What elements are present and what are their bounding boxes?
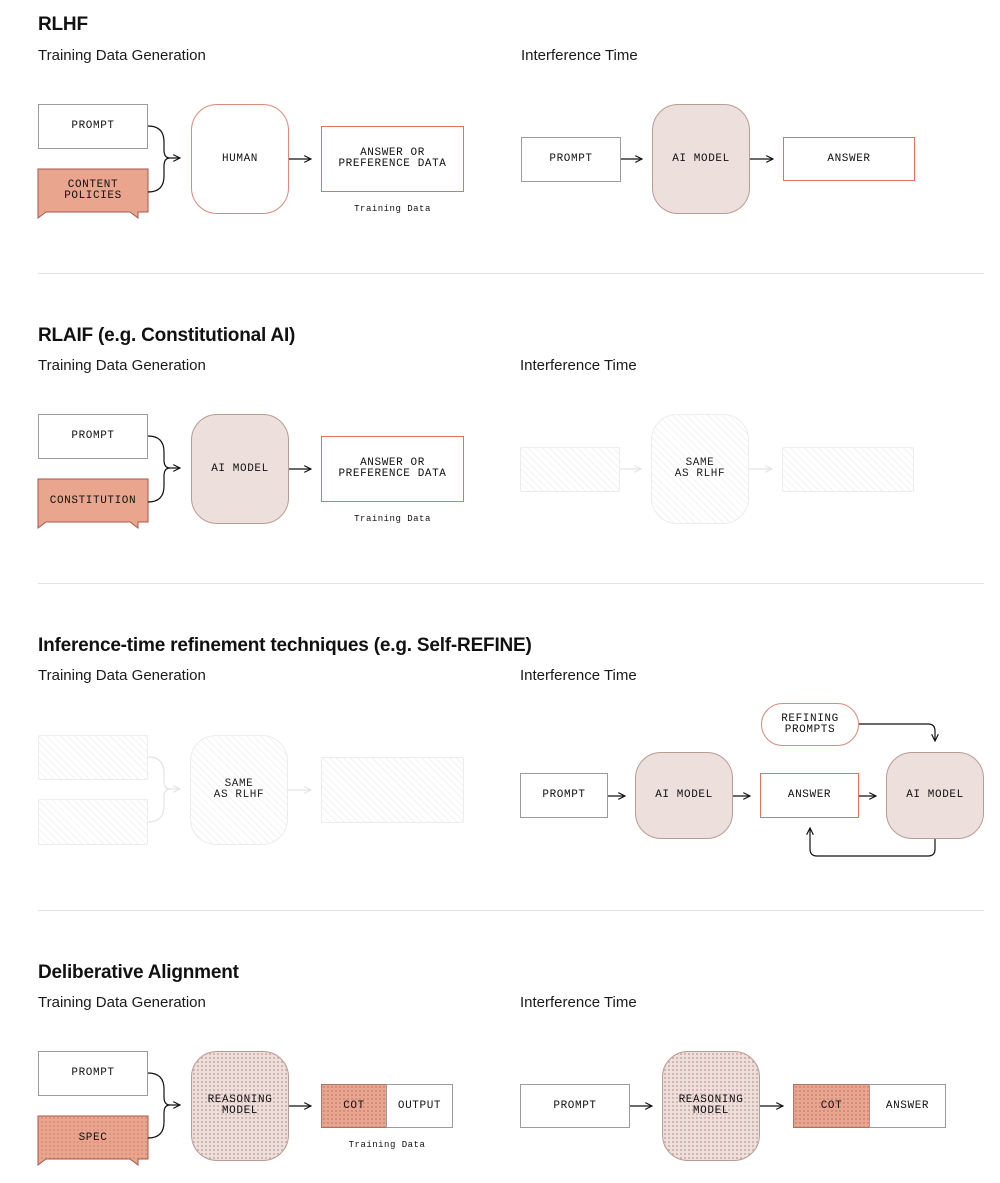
section-title-deliberative: Deliberative Alignment: [38, 962, 239, 983]
rlaif-constitution-label: CONSTITUTION: [49, 494, 137, 507]
rlaif-prompt-box: PROMPT: [38, 414, 148, 459]
delib-reasoning-model-box: REASONING MODEL: [191, 1051, 289, 1161]
rlhf-inf-prompt-box: PROMPT: [521, 137, 621, 182]
delib-inference-heading: Interference Time: [520, 994, 637, 1011]
rlaif-same-box: SAME AS RLHF: [651, 414, 749, 524]
divider-2: [38, 583, 984, 584]
rlaif-training-heading: Training Data Generation: [38, 357, 206, 374]
rlhf-inf-answer-box: ANSWER: [783, 137, 915, 181]
rlhf-inf-model-box: AI MODEL: [652, 104, 750, 214]
refine-answer-box: ANSWER: [760, 773, 859, 818]
refine-ghost-answer: [321, 757, 464, 823]
refine-prompt-box: PROMPT: [520, 773, 608, 818]
rlhf-brace-arrow: [147, 125, 180, 193]
refine-model2-box: AI MODEL: [886, 752, 984, 839]
refine-model1-box: AI MODEL: [635, 752, 733, 839]
delib-cot-box: COT: [321, 1084, 387, 1128]
delib-training-heading: Training Data Generation: [38, 994, 206, 1011]
refine-same-box: SAME AS RLHF: [190, 735, 288, 845]
divider-1: [38, 273, 984, 274]
rlhf-human-box: HUMAN: [191, 104, 289, 214]
refine-ghost-policy: [38, 799, 148, 845]
rlhf-inference-heading: Interference Time: [521, 47, 638, 64]
rlhf-answer-pref-box: ANSWER OR PREFERENCE DATA: [321, 126, 464, 192]
delib-prompt-box: PROMPT: [38, 1051, 148, 1096]
section-title-refine: Inference-time refinement techniques (e.…: [38, 635, 532, 656]
rlhf-policies-label: CONTENT POLICIES: [64, 179, 122, 202]
divider-3: [38, 910, 984, 911]
rlaif-ghost-answer: [782, 447, 914, 492]
section-title-rlaif: RLAIF (e.g. Constitutional AI): [38, 325, 296, 346]
refine-ghost-prompt: [38, 735, 148, 780]
section-title-rlhf: RLHF: [38, 14, 88, 35]
rlaif-ghost-prompt: [520, 447, 620, 492]
delib-inf-prompt-box: PROMPT: [520, 1084, 630, 1128]
rlhf-training-data-label: Training Data: [354, 204, 431, 214]
rlhf-training-heading: Training Data Generation: [38, 47, 206, 64]
refine-arrow-prompts-model: [859, 723, 935, 741]
delib-inf-answer-box: ANSWER: [869, 1084, 946, 1128]
delib-output-box: OUTPUT: [386, 1084, 453, 1128]
delib-spec-label: SPEC: [78, 1131, 108, 1144]
refine-ghost-brace: [147, 756, 180, 823]
delib-brace-arrow: [147, 1072, 180, 1139]
rlaif-model-box: AI MODEL: [191, 414, 289, 524]
rlaif-brace-arrow: [147, 435, 180, 503]
delib-inf-cot-box: COT: [793, 1084, 870, 1128]
delib-training-data-label: Training Data: [348, 1140, 426, 1150]
rlaif-training-data-label: Training Data: [354, 514, 431, 524]
rlhf-prompt-box: PROMPT: [38, 104, 148, 149]
refine-training-heading: Training Data Generation: [38, 667, 206, 684]
delib-inf-model-box: REASONING MODEL: [662, 1051, 760, 1161]
refine-inference-heading: Interference Time: [520, 667, 637, 684]
rlaif-inference-heading: Interference Time: [520, 357, 637, 374]
refine-refining-prompts-box: REFINING PROMPTS: [761, 703, 859, 746]
rlaif-answer-pref-box: ANSWER OR PREFERENCE DATA: [321, 436, 464, 502]
